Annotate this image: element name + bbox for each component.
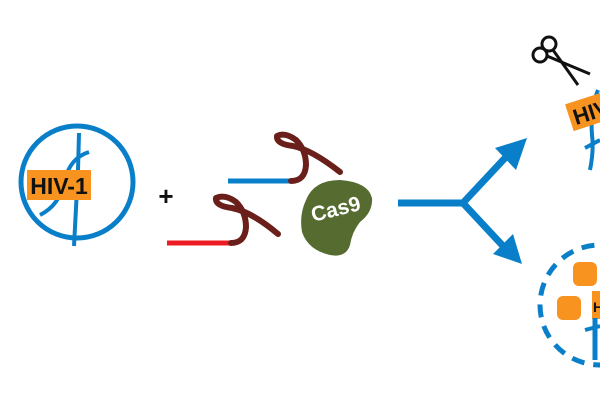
hiv-label-box bbox=[565, 88, 600, 132]
hiv-label: H bbox=[593, 299, 600, 315]
cas9-blob bbox=[301, 180, 373, 256]
hiv-label-box bbox=[27, 170, 91, 200]
hiv-label-box bbox=[592, 291, 600, 319]
branching-arrow bbox=[398, 138, 527, 264]
outcome-disrupted: H bbox=[537, 242, 600, 368]
arrow-branch-down bbox=[459, 199, 506, 249]
scaffold-hairpin bbox=[273, 131, 343, 184]
scissors-icon bbox=[531, 35, 591, 86]
plasmid-ring bbox=[18, 123, 136, 241]
marker-square bbox=[557, 296, 581, 320]
hiv-provirus-circle: HIV-1 bbox=[18, 123, 136, 247]
dashed-ring bbox=[537, 242, 600, 368]
dna-strand-twist bbox=[584, 324, 600, 332]
plus-sign: + bbox=[158, 181, 173, 211]
scaffold-hairpin bbox=[212, 193, 281, 246]
arrow-head-down bbox=[493, 234, 522, 264]
outcome-cleaved: HIV bbox=[531, 35, 600, 171]
hiv-label: HIV-1 bbox=[30, 173, 88, 199]
guide-rna-2 bbox=[167, 193, 281, 246]
marker-square bbox=[573, 262, 597, 286]
arrow-head-up bbox=[495, 138, 527, 170]
cas9-protein: Cas9 bbox=[301, 180, 373, 256]
dna-strand-twist bbox=[584, 138, 600, 150]
guide-rna-1 bbox=[228, 131, 343, 184]
arrow-branch-up bbox=[459, 155, 508, 207]
